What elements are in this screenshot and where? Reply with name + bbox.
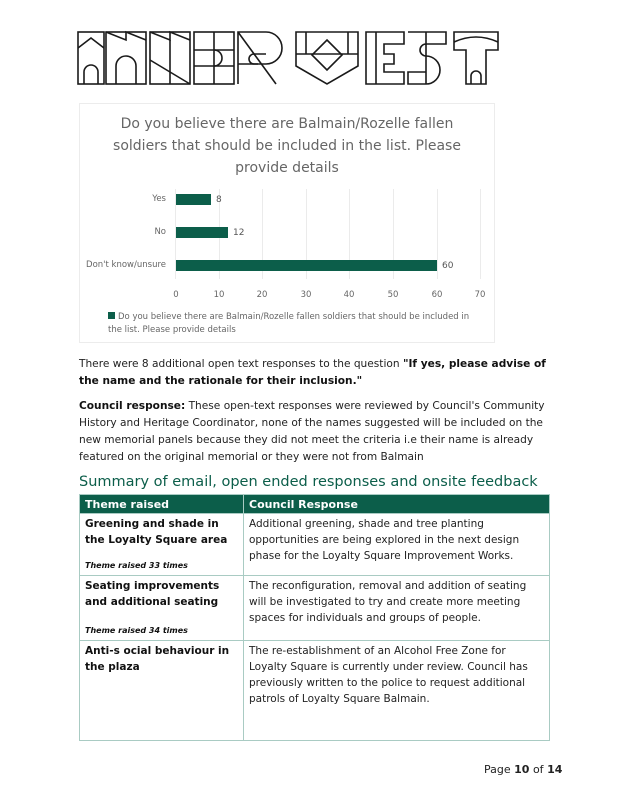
- open-text-responses-paragraph: There were 8 additional open text respon…: [79, 356, 554, 390]
- page-of: of: [529, 763, 548, 776]
- gridline-20: [262, 189, 263, 279]
- x-tick: 10: [213, 290, 225, 300]
- bar-value-no: 12: [233, 228, 245, 238]
- column-header-theme: Theme raised: [79, 494, 244, 514]
- theme-count: Theme raised 34 times: [85, 626, 188, 635]
- x-tick: 30: [300, 290, 312, 300]
- gridline-30: [306, 189, 307, 279]
- bar-value-yes: 8: [216, 195, 222, 205]
- chart-legend: Do you believe there are Balmain/Rozelle…: [108, 311, 478, 337]
- category-label-dont-know: Don't know/unsure: [86, 260, 166, 270]
- theme-title: Greening and shade in the Loyalty Square…: [85, 518, 228, 546]
- category-label-no: No: [154, 227, 166, 237]
- theme-title: Anti-s ocial behaviour in the plaza: [85, 645, 230, 673]
- chart-title-line-1: Do you believe there are Balmain/Rozelle…: [120, 116, 454, 132]
- x-tick: 60: [431, 290, 443, 300]
- gridline-0: [175, 189, 176, 279]
- table-row: Greening and shade in the Loyalty Square…: [79, 513, 550, 576]
- theme-title: Seating improvements and additional seat…: [85, 580, 220, 608]
- bar-no: [176, 227, 228, 238]
- theme-count: Theme raised 33 times: [85, 561, 188, 570]
- page-prefix: Page: [484, 763, 515, 776]
- council-response-text: These open-text responses were reviewed …: [79, 400, 545, 463]
- inner-west-logo: [76, 30, 526, 86]
- chart-title: Do you believe there are Balmain/Rozelle…: [80, 113, 494, 179]
- page-number: Page 10 of 14: [484, 763, 562, 776]
- response-cell: The reconfiguration, removal and additio…: [243, 575, 550, 641]
- gridline-50: [393, 189, 394, 279]
- council-response-label: Council response:: [79, 400, 186, 412]
- x-tick: 20: [256, 290, 268, 300]
- bar-yes: [176, 194, 211, 205]
- response-cell: The re-establishment of an Alcohol Free …: [243, 640, 550, 741]
- x-tick: 40: [343, 290, 355, 300]
- x-tick: 70: [474, 290, 486, 300]
- page-current: 10: [514, 763, 530, 776]
- paragraph-text: There were 8 additional open text respon…: [79, 358, 403, 370]
- bar-value-dont-know: 60: [442, 261, 454, 271]
- response-cell: Additional greening, shade and tree plan…: [243, 513, 550, 576]
- council-response-paragraph: Council response: These open-text respon…: [79, 398, 554, 466]
- bar-dont-know: [176, 260, 437, 271]
- legend-text: Do you believe there are Balmain/Rozelle…: [108, 312, 470, 335]
- table-row: Anti-s ocial behaviour in the plaza The …: [79, 640, 550, 741]
- x-tick: 50: [387, 290, 399, 300]
- x-tick: 0: [173, 290, 179, 300]
- bar-chart-card: Do you believe there are Balmain/Rozelle…: [79, 103, 495, 343]
- theme-cell: Seating improvements and additional seat…: [79, 575, 244, 641]
- chart-title-line-3: provide details: [235, 160, 339, 176]
- gridline-60: [437, 189, 438, 279]
- gridline-70: [480, 189, 481, 279]
- gridline-40: [349, 189, 350, 279]
- table-row: Seating improvements and additional seat…: [79, 575, 550, 641]
- feedback-summary-table: Theme raised Council Response Greening a…: [79, 494, 550, 741]
- theme-cell: Greening and shade in the Loyalty Square…: [79, 513, 244, 576]
- page-total: 14: [547, 763, 563, 776]
- question-quote: "If yes, please advise of the name and t…: [79, 358, 546, 387]
- table-header-row: Theme raised Council Response: [79, 494, 550, 514]
- summary-heading: Summary of email, open ended responses a…: [79, 474, 538, 490]
- theme-cell: Anti-s ocial behaviour in the plaza: [79, 640, 244, 741]
- category-label-yes: Yes: [152, 194, 166, 204]
- column-header-response: Council Response: [243, 494, 550, 514]
- legend-swatch-icon: [108, 312, 115, 319]
- chart-title-line-2: soldiers that should be included in the …: [113, 138, 461, 154]
